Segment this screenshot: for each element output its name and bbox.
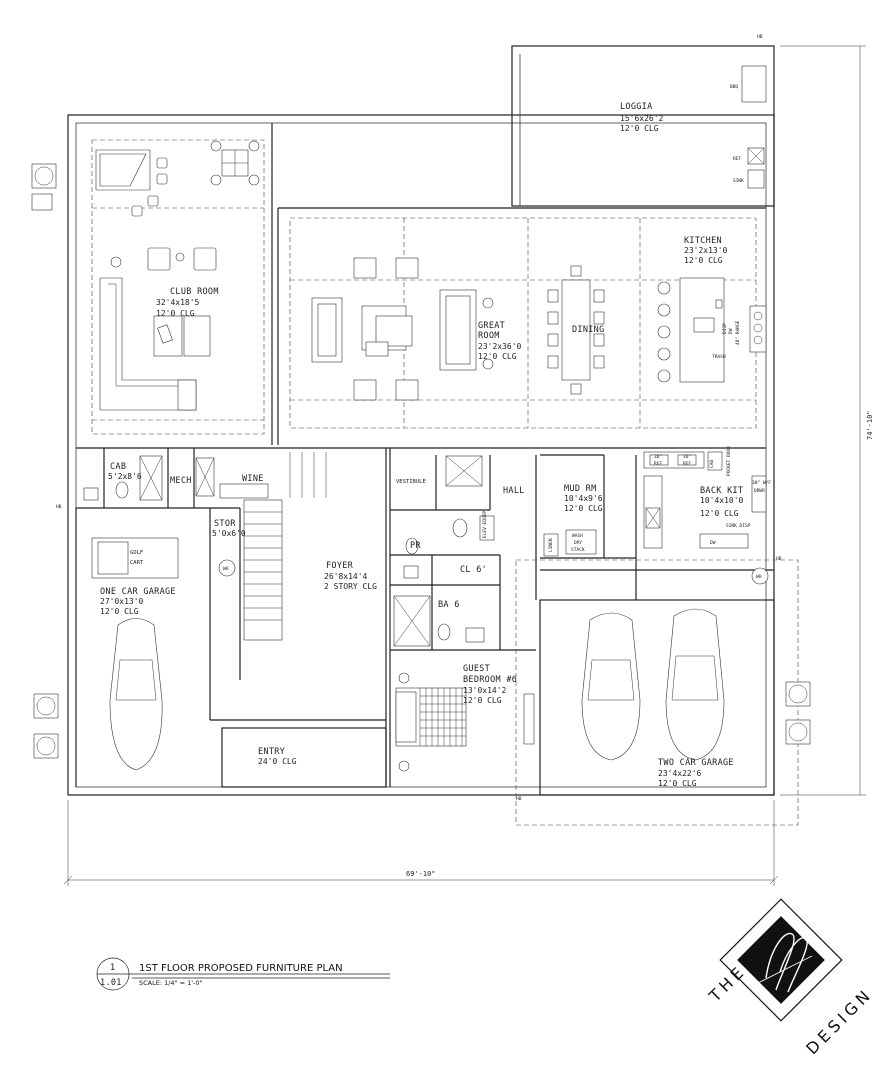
two-car-garage-name: TWO CAR GARAGE [658, 758, 734, 768]
room-labels: LOGGIA 15'6x26'2 12'0 CLG CLUB ROOM 32'4… [100, 102, 744, 788]
one-car-garage-dims: 27'0x13'0 [100, 597, 144, 606]
hb-label-left: HB [56, 504, 62, 510]
club-room-dims: 32'4x18'5 [156, 298, 200, 307]
hb-label-top: HB [757, 34, 763, 40]
overall-depth-dimension: 74'-10" [866, 410, 874, 440]
club-room-name: CLUB ROOM [170, 287, 219, 297]
furniture [31, 65, 811, 772]
overall-width-dimension: 69'-10" [406, 870, 436, 878]
car-two-car-garage-right [665, 608, 725, 761]
great-room-clg: 12'0 CLG [478, 352, 517, 361]
ref36b-label: 36" [683, 454, 691, 460]
logo: THE DESIGN [705, 898, 876, 1058]
back-kitchen-clg: 12'0 CLG [700, 509, 739, 518]
interior-walls [75, 123, 775, 796]
closet-name: CL 6' [460, 565, 487, 575]
car-one-car-garage [109, 618, 163, 771]
two-car-garage-dims: 23'4x22'6 [658, 769, 702, 778]
hb-label-right: HB [776, 556, 782, 562]
mech-name: MECH [170, 476, 192, 486]
sink-label: SINK [733, 178, 744, 184]
hb-label-bottom: HB [516, 796, 522, 802]
mud-room-clg: 12'0 CLG [564, 504, 603, 513]
one-car-garage-name: ONE CAR GARAGE [100, 587, 176, 597]
club-room-clg: 12'0 CLG [156, 309, 195, 318]
range-label: 48" RANGE [735, 320, 741, 345]
loggia-clg: 12'0 CLG [620, 124, 659, 133]
entry-name: ENTRY [258, 747, 285, 757]
foyer-name: FOYER [326, 561, 354, 571]
guest-bedroom-dims: 13'0x14'2 [463, 686, 507, 695]
great-room-name-2: ROOM [478, 331, 500, 341]
drawing-number: 1 [110, 963, 115, 973]
bbq-label: BBQ [730, 84, 738, 90]
foyer-clg: 2 STORY CLG [324, 582, 377, 591]
wh-label-2: WH [756, 574, 762, 580]
wh-label-1: WH [223, 566, 229, 572]
wine-name: WINE [242, 474, 264, 484]
dry-label: DRY [574, 540, 582, 546]
great-room-name-1: GREAT [478, 321, 505, 331]
kitchen-clg: 12'0 CLG [684, 256, 723, 265]
ac-units [31, 163, 811, 759]
ref-b-label: REF [683, 461, 691, 467]
logo-monogram [765, 932, 808, 993]
ref-a-label: REF [654, 461, 662, 467]
dw-label: DW [728, 328, 734, 334]
dining-name: DINING [572, 325, 605, 335]
guest-bedroom-name-2: BEDROOM #6 [463, 675, 517, 685]
back-kitchen-dims: 10'4x10'0 [700, 496, 744, 505]
pocket-door-label: POCKET DOOR [726, 446, 732, 476]
title-block: 1 1.01 1ST FLOOR PROPOSED FURNITURE PLAN… [96, 957, 390, 991]
dw2-label: DW [710, 540, 716, 546]
drawing-scale: SCALE: 1/4" = 1'-0" [139, 979, 203, 987]
golf-label-2: CART [130, 560, 144, 566]
cab-dims: 5'2x8'6 [108, 472, 142, 481]
cab-name: CAB [110, 462, 126, 472]
cab-fixture-label: CAB [709, 460, 715, 468]
mud-room-dims: 10'4x9'6 [564, 494, 603, 503]
logo-right-word: DESIGN [802, 984, 876, 1058]
vestibule-name: VESTIBULE [396, 479, 426, 485]
ref-label: REF [733, 156, 741, 162]
hall-name: HALL [503, 486, 525, 496]
ref36a-label: 36" [654, 454, 662, 460]
stor-name: STOR [214, 519, 236, 529]
foyer-dims: 26'8x14'4 [324, 572, 368, 581]
back-kitchen-name: BACK KIT [700, 486, 743, 496]
drwr-label: DRWR [754, 488, 765, 494]
mud-room-name: MUD RM [564, 484, 597, 494]
trash-label: TRASH [712, 354, 726, 360]
car-two-car-garage-left [581, 612, 641, 761]
loggia-name: LOGGIA [620, 102, 653, 112]
drawing-title: 1ST FLOOR PROPOSED FURNITURE PLAN [139, 963, 343, 974]
ba6-name: BA 6 [438, 600, 460, 610]
one-car-garage-clg: 12'0 CLG [100, 607, 139, 616]
sheet-number: 1.01 [100, 978, 122, 988]
stairs [243, 452, 327, 641]
stack-label: STACK [571, 547, 585, 553]
linen-label: LINEN [548, 538, 554, 552]
pr-name: PR [410, 541, 421, 551]
kitchen-name: KITCHEN [684, 236, 722, 246]
exterior-walls [67, 45, 775, 796]
entry-clg: 24'0 CLG [258, 757, 297, 766]
sink-disp-label: SINK DISP [726, 523, 751, 529]
guest-bedroom-clg: 12'0 CLG [463, 696, 502, 705]
wash-label: WASH [572, 533, 583, 539]
loggia-dims: 15'6x26'2 [620, 114, 664, 123]
disp-label: DISP [722, 323, 728, 334]
wine-frig-label: 30" W/F [752, 480, 771, 486]
fixture-labels: BBQ REF SINK 48" RANGE DISP DW TRASH 36"… [56, 34, 782, 802]
two-car-garage-clg: 12'0 CLG [658, 779, 697, 788]
elev-label: ELEV EQUIP [482, 511, 488, 538]
stor-dims: 5'0x6'0 [212, 529, 246, 538]
dimension-lines [63, 45, 866, 886]
kitchen-dims: 23'2x13'0 [684, 246, 728, 255]
great-room-dims: 23'2x36'0 [478, 342, 522, 351]
guest-bedroom-name-1: GUEST [463, 664, 490, 674]
golf-label-1: GOLF [130, 550, 143, 556]
